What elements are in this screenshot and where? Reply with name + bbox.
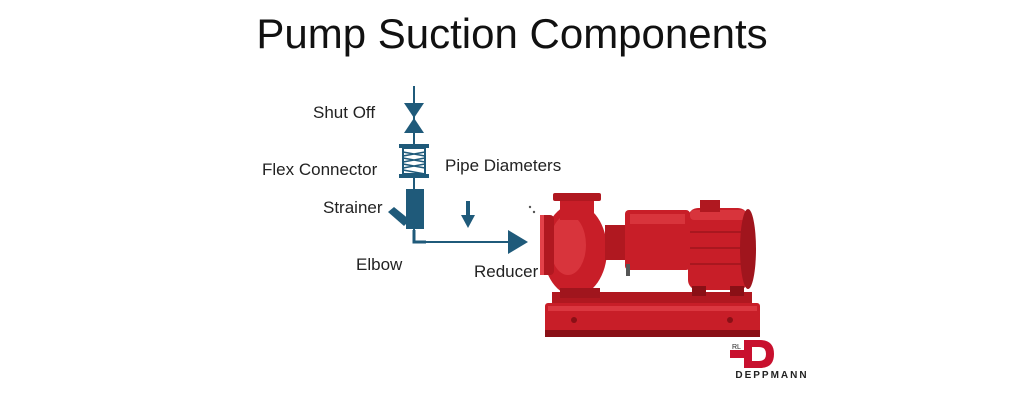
label-flex-connector: Flex Connector <box>262 160 378 179</box>
shut-off-valve-icon <box>404 103 424 133</box>
label-reducer: Reducer <box>474 262 539 281</box>
reducer-icon <box>508 230 528 254</box>
elbow-icon <box>412 230 426 244</box>
label-elbow: Elbow <box>356 255 403 274</box>
strainer-icon <box>388 189 424 229</box>
logo-wordmark: DEPPMANN <box>735 370 809 381</box>
flex-connector-icon <box>399 144 429 178</box>
pump-image <box>540 193 760 337</box>
flow-arrow-icon <box>461 201 475 228</box>
logo-initials: RL <box>732 344 741 351</box>
label-strainer: Strainer <box>323 198 383 217</box>
deppmann-logo: RL <box>730 340 774 368</box>
label-shut-off: Shut Off <box>313 103 376 122</box>
page-title: Pump Suction Components <box>256 10 768 57</box>
label-pipe-diameters: Pipe Diameters <box>445 156 562 175</box>
